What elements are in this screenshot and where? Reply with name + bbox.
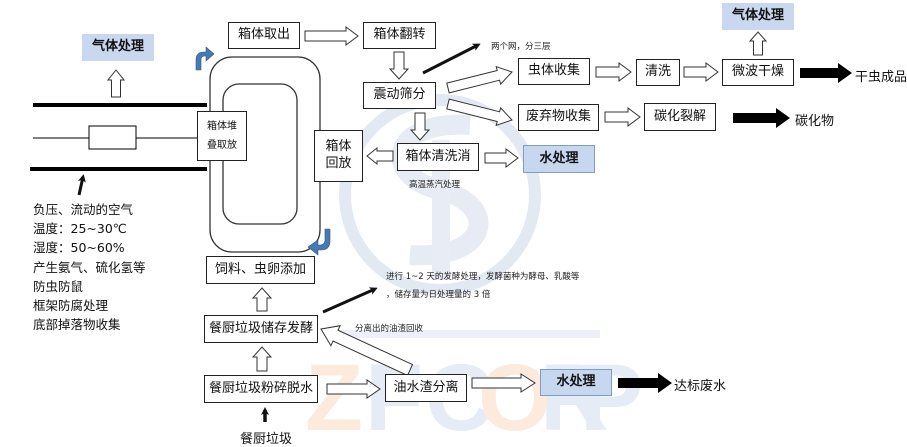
waste-collection: 废弃物收集 — [518, 104, 599, 131]
box-stack-pick-line2: 叠取放 — [207, 140, 237, 151]
arrow-microwave-to-product — [800, 63, 852, 83]
insect-collection: 虫体收集 — [518, 58, 590, 85]
curve-arrow-top-icon — [195, 46, 215, 71]
arrow-flip-to-screen — [388, 51, 410, 80]
rearing-conditions-list: 负压、流动的空气 温度：25~30℃ 湿度：50~60% 产生氨气、硫化氢等 防… — [33, 200, 146, 334]
output-dry-insect: 干虫成品 — [855, 70, 907, 85]
vibrating-screen: 震动筛分 — [363, 82, 436, 109]
arrow-clean-to-water — [484, 148, 519, 168]
input-kitchen-waste: 餐厨垃圾 — [240, 432, 293, 447]
water-treatment-bottom: 水处理 — [540, 369, 612, 396]
arrow-clean-to-return — [366, 146, 394, 166]
gas-treatment-left: 气体处理 — [82, 34, 154, 61]
condition-item: 温度：25~30℃ — [33, 221, 127, 237]
microwave-drying: 微波干燥 — [722, 59, 794, 86]
box-stack-pick-line1: 箱体堆 — [207, 121, 237, 132]
arrow-insect-to-wash — [595, 62, 632, 82]
condition-item: 湿度：50~60% — [33, 240, 125, 256]
curve-arrow-bottom-icon — [307, 228, 331, 256]
gas-treatment-right: 气体处理 — [722, 3, 794, 30]
arrow-screen-to-insect — [446, 65, 513, 94]
arrow-gas-left-up — [106, 69, 126, 98]
arrow-screen-to-clean — [409, 112, 431, 141]
condition-item: 负压、流动的空气 — [33, 202, 134, 217]
condition-item: 底部掉落物收集 — [33, 317, 121, 333]
note-oil-recycle: 分离出的油渣回收 — [355, 324, 424, 334]
box-return-line1: 箱体 — [325, 139, 352, 155]
arrow-to-two-nets-note — [422, 43, 481, 75]
feed-egg-addition: 饲料、虫卵添加 — [206, 256, 315, 284]
conveyor-box — [88, 125, 137, 150]
box-return: 箱体 回放 — [314, 130, 363, 182]
carbonization-pyrolysis: 碳化裂解 — [644, 103, 716, 131]
arrow-carbonize-to-carbide — [733, 108, 790, 128]
arrow-ferment-to-feed — [251, 287, 273, 312]
note-ferment-line1: 进行 1~2 天的发酵处理，发酵菌种为酵母、乳酸等 — [386, 272, 580, 282]
arrow-wash-to-microwave — [683, 62, 719, 82]
arrow-crush-to-ferment — [251, 346, 273, 372]
condition-item: 产生氨气、硫化氢等 — [33, 259, 146, 275]
output-waste-water: 达标废水 — [674, 379, 727, 394]
box-take-out: 箱体取出 — [228, 22, 300, 49]
arrow-crush-to-separate — [326, 379, 381, 399]
note-high-temp-steam: 高温蒸汽处理 — [409, 180, 461, 190]
box-clean-disinfect: 箱体清洗消 — [397, 143, 479, 171]
arrow-air-up — [77, 174, 86, 196]
arrow-separate-to-ferment — [320, 325, 414, 377]
arrow-to-ferment-note — [322, 287, 378, 314]
condition-item: 框架防腐处理 — [33, 298, 109, 314]
condition-item: 防虫防鼠 — [33, 278, 84, 294]
arrow-water-to-effluent — [618, 373, 672, 393]
arrow-waste-to-carbonize — [604, 107, 641, 127]
kitchen-waste-crush-dewater: 餐厨垃圾粉碎脱水 — [204, 375, 318, 403]
output-carbide: 碳化物 — [795, 114, 835, 129]
box-return-line2: 回放 — [325, 156, 352, 171]
water-treatment-top: 水处理 — [523, 145, 595, 173]
note-two-nets: 两个网，分三层 — [491, 42, 551, 52]
arrow-separate-to-water — [471, 373, 536, 393]
washing: 清洗 — [636, 59, 680, 86]
box-flip: 箱体翻转 — [363, 22, 436, 49]
note-ferment-line2: ，储存量为日处理量的 3 倍 — [386, 290, 491, 300]
kitchen-waste-storage-ferment: 餐厨垃圾储存发酵 — [204, 315, 318, 343]
arrow-screen-to-waste — [446, 98, 513, 127]
arrow-microwave-to-gas — [748, 31, 768, 56]
oil-water-residue-separation: 油水渣分离 — [385, 374, 467, 402]
arrow-takeout-to-flip — [304, 26, 359, 46]
box-stack-pick: 箱体堆 叠取放 — [197, 111, 247, 161]
